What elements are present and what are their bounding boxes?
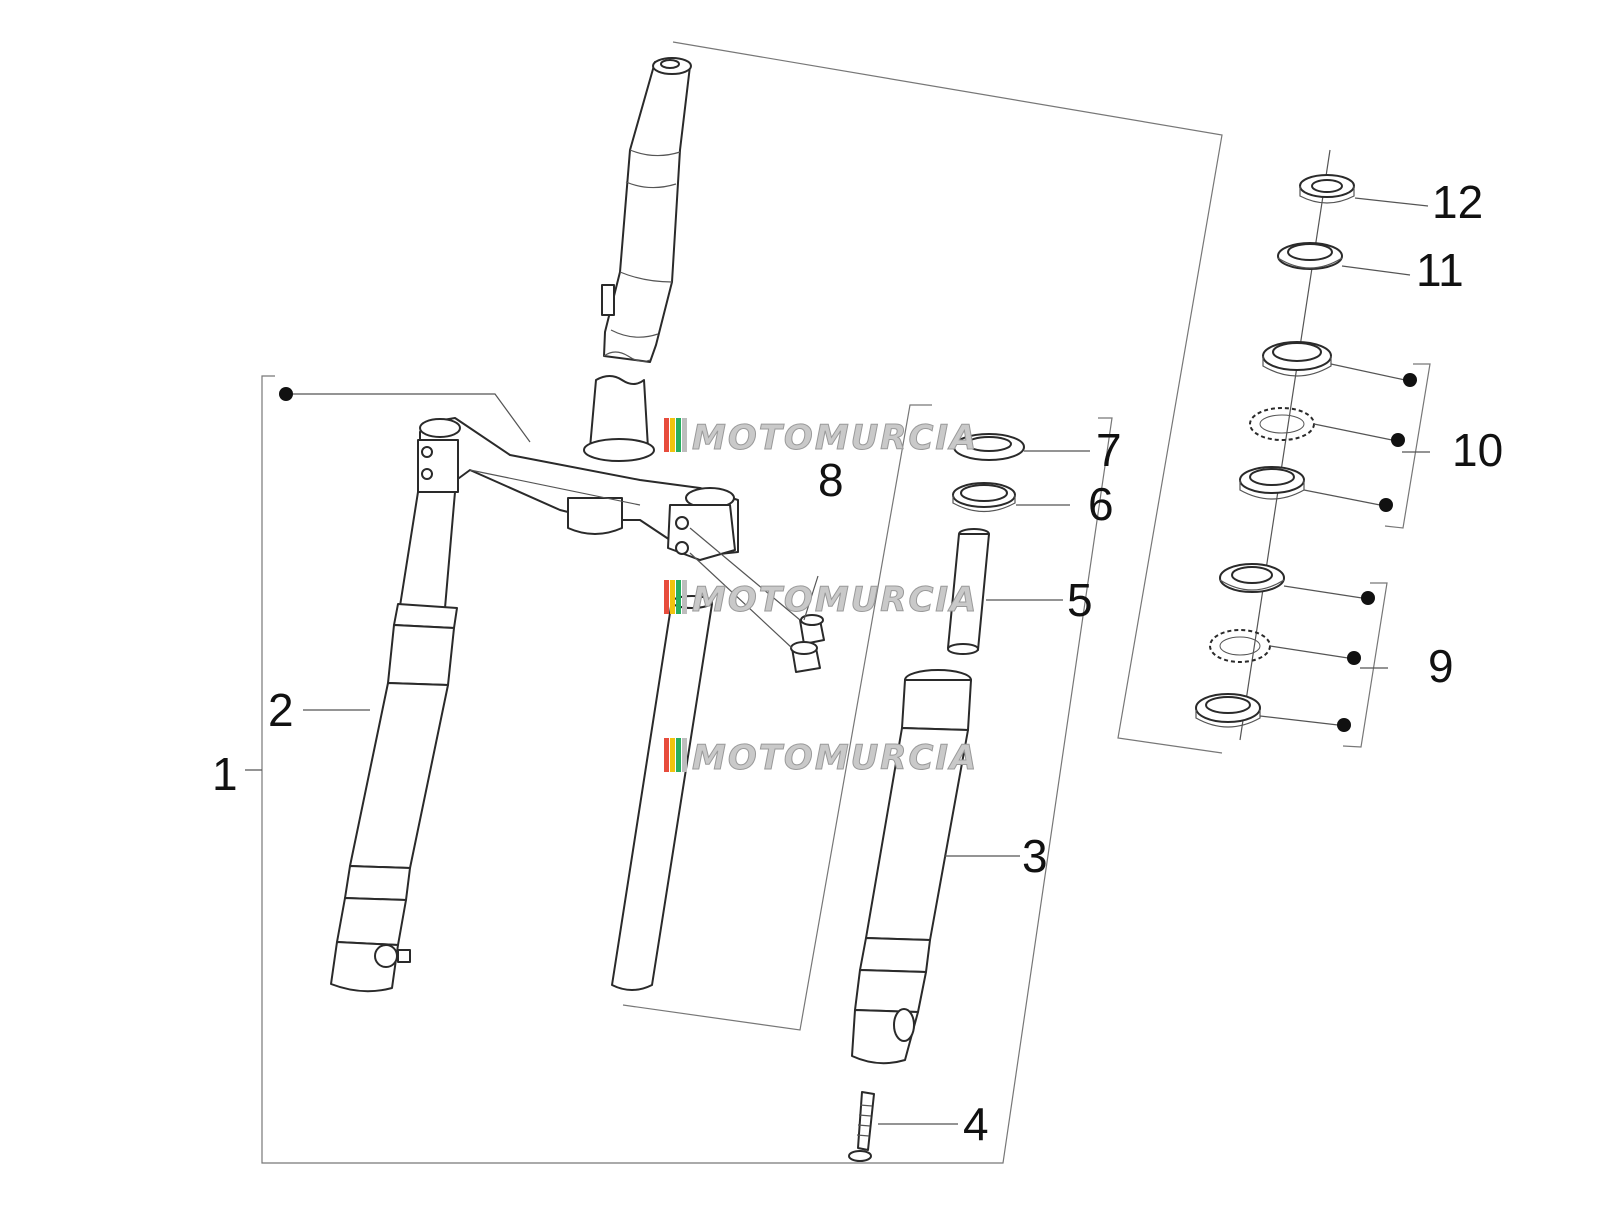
callout-6: 6 <box>1088 478 1114 530</box>
leader-lines <box>245 197 1430 1125</box>
part-9-upper-race <box>1219 563 1285 593</box>
watermark-text-3: MOTOMURCIA <box>692 738 978 778</box>
part-9-lower-race <box>1195 693 1261 728</box>
group-frame-9 <box>1342 582 1388 748</box>
callout-3: 3 <box>1022 830 1048 882</box>
part-6-ring <box>952 482 1016 512</box>
callout-12: 12 <box>1432 176 1483 228</box>
part-11-cup <box>1277 242 1343 270</box>
callout-5: 5 <box>1067 574 1093 626</box>
callout-8: 8 <box>818 454 844 506</box>
callout-4: 4 <box>963 1098 989 1150</box>
steering-crown <box>417 375 739 561</box>
steering-tube-upper <box>601 57 692 363</box>
part-4-bolt <box>848 1091 875 1162</box>
part-7-seal <box>953 433 1025 461</box>
fork-leg-left <box>330 491 458 993</box>
bearing-axis-line <box>1239 149 1331 741</box>
group-frame-upper <box>672 41 1223 754</box>
watermark-3: MOTOMURCIA <box>664 738 978 779</box>
reference-dots <box>279 373 1417 732</box>
callout-9: 9 <box>1428 640 1454 692</box>
group-frame-10 <box>1384 363 1431 529</box>
callout-7: 7 <box>1096 424 1122 476</box>
watermark-text-2: MOTOMURCIA <box>692 580 978 620</box>
fork-slider-tube <box>611 595 713 991</box>
callout-2: 2 <box>268 684 294 736</box>
part-9-ball-cage <box>1209 629 1271 663</box>
watermark-1: MOTOMURCIA <box>664 418 978 459</box>
group-frame-3 <box>622 404 932 1031</box>
callout-11: 11 <box>1416 244 1464 296</box>
watermark-text-1: MOTOMURCIA <box>692 418 978 458</box>
callout-10: 10 <box>1452 424 1503 476</box>
watermark-2: MOTOMURCIA <box>664 580 978 621</box>
part-10-ball-cage <box>1249 407 1315 441</box>
part-10-upper-race <box>1262 341 1332 377</box>
group-frame-1 <box>261 375 1113 1164</box>
part-12-nut <box>1299 174 1355 204</box>
fork-leg-right <box>851 669 972 1065</box>
part-10-lower-race <box>1239 466 1305 500</box>
callout-1: 1 <box>212 748 238 800</box>
part-5-spacer <box>947 528 990 655</box>
part-8-bolts <box>790 614 825 673</box>
